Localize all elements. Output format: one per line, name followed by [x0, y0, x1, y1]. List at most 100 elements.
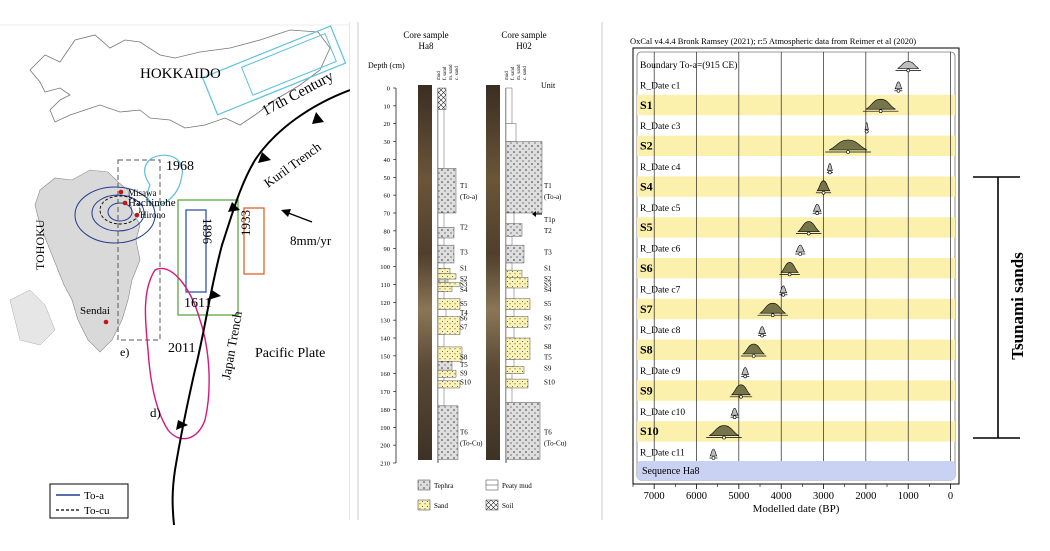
grain-size-label: mud: [437, 71, 442, 80]
unit-label-ha8: T3: [460, 248, 468, 256]
depth-axis-label: Depth (cm): [368, 61, 405, 70]
hachinohe-dot: [122, 200, 128, 206]
unit-label-h02: S9: [544, 364, 552, 372]
highlight-band: [637, 217, 955, 238]
log-segment-sand: [437, 316, 461, 335]
unit-label-h02: S6: [544, 314, 552, 322]
log-segment-sand: [505, 277, 529, 289]
distribution-curve: [828, 139, 868, 151]
depth-tick-label: 200: [380, 443, 390, 450]
row-label: S2: [640, 139, 653, 153]
grain-size-label: c. sand: [455, 66, 460, 80]
legend-peaty-mud: Peaty mud: [502, 482, 532, 490]
map-legend: To-a To-cu: [49, 483, 129, 519]
unit-label-ha8: S1: [460, 264, 468, 272]
hirono-dot: [134, 212, 140, 218]
row-label: R_Date c10: [640, 408, 685, 418]
log-segment-peat: [505, 387, 513, 403]
log-segment-peat: [505, 287, 515, 299]
unit-label-ha8: T1: [460, 182, 468, 190]
log-segment-tephra: [437, 168, 457, 214]
distribution-curve: [758, 302, 787, 314]
row-label: S4: [640, 179, 653, 193]
log-segment-peat: [505, 373, 513, 380]
median-marker: [770, 313, 775, 318]
rupture-1933: [243, 207, 265, 275]
log-segment-peat: [505, 212, 515, 224]
highlight-band: [637, 258, 955, 279]
x-tick-label: 0: [948, 491, 953, 502]
x-tick-label: 2000: [855, 491, 876, 502]
label-2011: 2011: [168, 341, 195, 356]
log-segment-sand: [505, 378, 529, 389]
log-segment-tephra: [505, 402, 541, 460]
unit-label-h02: S5: [544, 300, 552, 308]
tohoku-land: [34, 169, 141, 353]
rupture-17th-century-inner: [240, 32, 337, 96]
core-legend: Tephra Peaty mud Sand Soil: [417, 479, 532, 511]
depth-tick-label: 0: [387, 86, 390, 93]
label-e: e): [120, 345, 129, 359]
row-label: R_Date c1: [640, 81, 681, 91]
grain-size-label: m. sand: [517, 64, 522, 80]
log-segment-peat: [505, 327, 515, 339]
row-label: R_Date c5: [640, 204, 681, 214]
x-tick-label: 4000: [771, 491, 792, 502]
highlight-band: [637, 176, 955, 197]
median-marker: [751, 354, 756, 358]
lithology-log-h02: [505, 87, 543, 463]
label-tohoku: TOHOKU: [33, 219, 47, 270]
label-hokkaido: HOKKAIDO: [140, 66, 221, 82]
highlight-band: [637, 339, 955, 360]
unit-label-ha8: S9: [460, 370, 468, 378]
unit-label-ha8: S4: [460, 286, 468, 294]
depth-tick-label: 60: [384, 193, 391, 200]
sendai-dot: [103, 319, 109, 325]
probability-distributions: [706, 61, 921, 460]
x-tick-label: 1000: [898, 491, 919, 502]
distribution-curve: [826, 163, 833, 171]
label-japan-trench: Japan Trench: [218, 310, 245, 381]
log-segment-tephra: [437, 244, 455, 264]
distribution-curve: [894, 81, 903, 90]
row-label: S1: [640, 98, 653, 112]
x-tick-label: 6000: [686, 491, 707, 502]
unit-label-h02: T1p: [544, 216, 556, 224]
median-marker: [732, 415, 737, 420]
label-kuril-trench: Kuril Trench: [261, 139, 324, 191]
median-marker: [787, 272, 792, 277]
unit-label-ha8: T6: [460, 429, 468, 437]
legend-sand-swatch: [417, 499, 431, 511]
distribution-curve: [812, 203, 822, 212]
core-header-ha8-name: Ha8: [419, 41, 434, 51]
x-tick-label: 5000: [728, 491, 749, 502]
unit-label-h02: S7: [544, 323, 552, 331]
distribution-curve: [864, 122, 869, 130]
depth-tick-label: 100: [380, 264, 390, 271]
log-segment-peat: [505, 87, 513, 124]
row-label: R_Date c7: [640, 285, 681, 295]
unit-label-ha8: S3: [460, 280, 468, 288]
unit-label-h02: T6: [544, 429, 552, 437]
log-segment-peat: [437, 377, 445, 382]
row-label: R_Date c11: [640, 449, 685, 459]
vertical-gridlines: [653, 52, 951, 461]
log-segment-peat: [437, 212, 445, 228]
log-segment-peat: [437, 387, 445, 407]
distribution-curve: [779, 285, 788, 294]
depth-tick-label: 210: [380, 461, 390, 468]
log-segment-peat: [437, 291, 445, 299]
unit-label-h02: S1: [544, 264, 552, 272]
highlight-band: [637, 135, 955, 156]
row-label: Boundary To-a=(915 CE): [640, 60, 737, 71]
row-label: S6: [640, 261, 653, 275]
label-1933: 1933: [238, 210, 253, 236]
x-tick-label: 3000: [813, 491, 834, 502]
label-d: d): [150, 405, 161, 420]
rupture-17th-century-outer: [201, 25, 347, 116]
unit-label-ha8: T4: [460, 309, 468, 317]
depth-tick-label: 50: [384, 175, 391, 182]
